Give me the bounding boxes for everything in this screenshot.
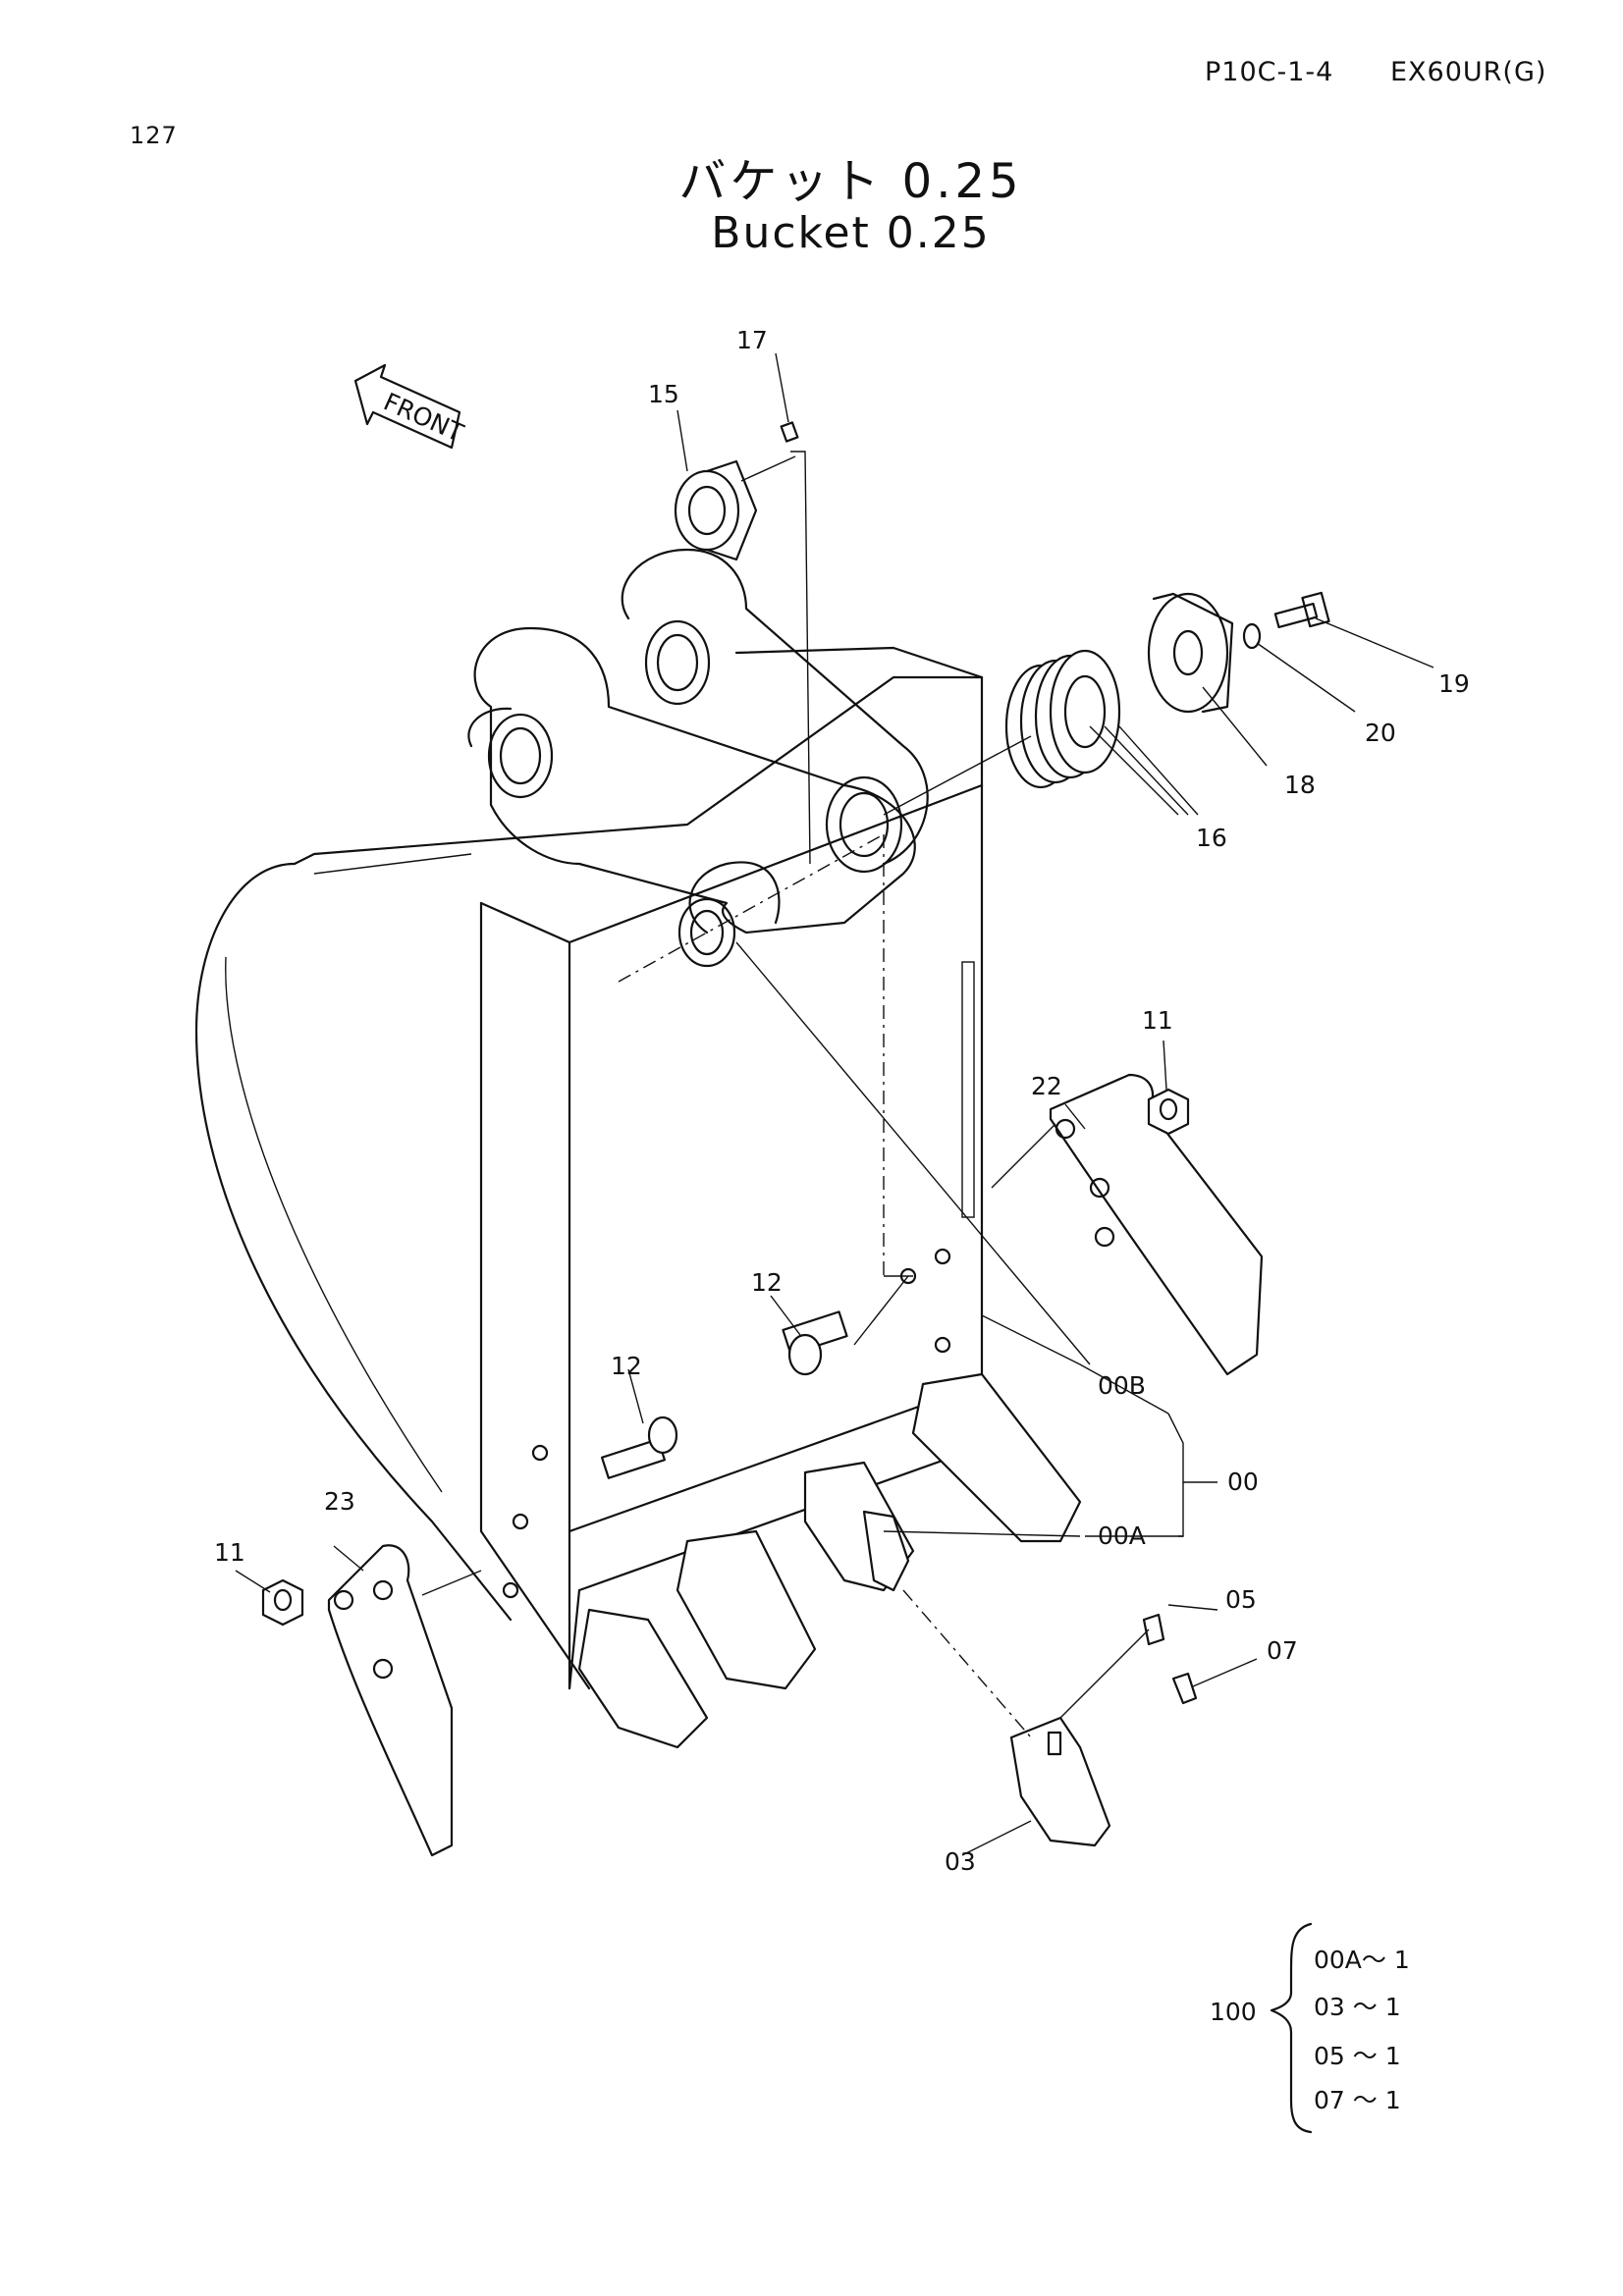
- callout-15: 15: [648, 380, 679, 408]
- callout-16: 16: [1196, 824, 1227, 852]
- callout-20: 20: [1365, 719, 1396, 747]
- bucket-body: [194, 675, 994, 1690]
- assembly-item-00A: 00A～ 1: [1314, 1946, 1410, 1974]
- part-17-pin: [780, 421, 799, 443]
- part-16-shims: [1004, 649, 1121, 789]
- part-03-tooth: [1009, 1716, 1111, 1847]
- assembly-item-03: 03 ～ 1: [1314, 1993, 1401, 2021]
- callout-05: 05: [1225, 1585, 1257, 1614]
- leader-lines: [235, 352, 1434, 1856]
- part-23-side-cutter: [327, 1544, 454, 1857]
- callout-23: 23: [324, 1487, 355, 1516]
- callout-11-left: 11: [214, 1538, 245, 1567]
- part-20-washer: [1242, 622, 1262, 650]
- reference-code: P10C-1-4: [1205, 57, 1334, 87]
- callout-03: 03: [945, 1847, 976, 1876]
- part-05-pin: [1142, 1613, 1165, 1646]
- teeth-adapters: [577, 1372, 1082, 1749]
- callout-00B: 00B: [1098, 1371, 1146, 1400]
- mounting-brackets: [467, 548, 984, 968]
- callout-00A: 00A: [1098, 1522, 1146, 1550]
- callout-07: 07: [1267, 1636, 1298, 1665]
- part-12-bolt-upper: [782, 1310, 848, 1376]
- part-11-nut-right: [1147, 1088, 1190, 1136]
- part-12-bolt-lower: [600, 1415, 678, 1479]
- title-japanese: バケット 0.25: [678, 154, 1023, 209]
- part-19-bolt: [1273, 591, 1330, 629]
- callout-11-right: 11: [1142, 1006, 1173, 1035]
- callout-18: 18: [1284, 771, 1316, 799]
- callout-00: 00: [1227, 1468, 1259, 1496]
- assembly-id: 100: [1210, 1998, 1257, 2026]
- title-english: Bucket 0.25: [711, 208, 991, 258]
- front-arrow-icon: FRONT: [353, 363, 468, 450]
- model-name: EX60UR(G): [1390, 57, 1547, 87]
- part-18-plate: [1147, 592, 1234, 714]
- part-11-nut-left: [261, 1578, 304, 1627]
- callout-19: 19: [1438, 669, 1470, 698]
- part-15-bushing: [674, 459, 758, 561]
- callout-17: 17: [736, 326, 768, 354]
- assembly-legend: 100 00A～ 1 03 ～ 1 05 ～ 1 07 ～ 1: [1210, 1922, 1410, 2134]
- callout-12-lower: 12: [611, 1352, 642, 1380]
- page-number: 127: [130, 122, 178, 149]
- callout-22: 22: [1031, 1072, 1062, 1100]
- assembly-item-07: 07 ～ 1: [1314, 2086, 1401, 2114]
- part-07-lock: [1171, 1672, 1198, 1705]
- part-22-side-cutter: [1049, 1073, 1264, 1376]
- callout-12-upper: 12: [751, 1268, 783, 1297]
- assembly-item-05: 05 ～ 1: [1314, 2042, 1401, 2070]
